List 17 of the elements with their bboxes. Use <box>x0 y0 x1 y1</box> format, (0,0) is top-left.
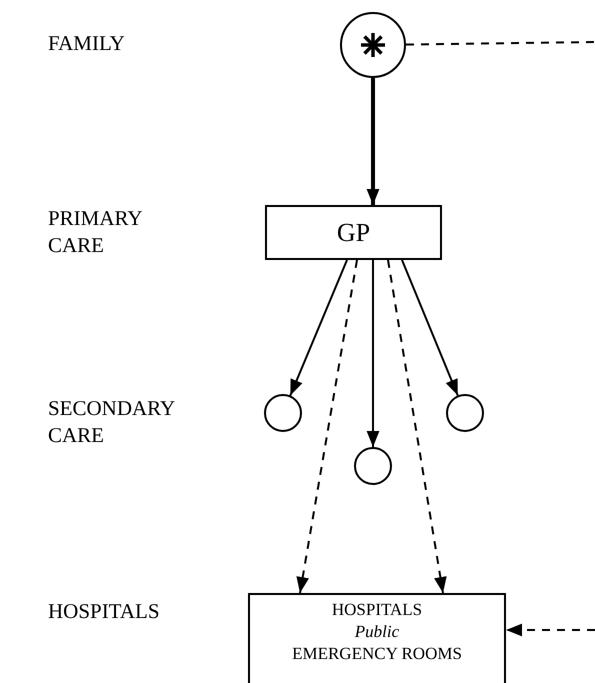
arrow <box>366 78 380 205</box>
level-label: FAMILY <box>48 30 126 57</box>
node-text: HOSPITALS <box>332 599 422 621</box>
node-text: GP <box>336 220 370 246</box>
arrow <box>289 260 348 396</box>
node-text: EMERGENCY ROOMS <box>292 643 462 665</box>
level-label: SECONDARY CARE <box>48 395 176 449</box>
arrow <box>401 260 459 396</box>
care-box <box>248 593 506 683</box>
arrow <box>387 260 447 594</box>
arrow <box>506 624 595 636</box>
level-label: HOSPITALS <box>48 598 161 625</box>
level-label: PRIMARY CARE <box>48 205 143 259</box>
node-text: Public <box>354 621 400 643</box>
arrow <box>366 260 380 447</box>
care-box <box>265 205 442 260</box>
arrow <box>296 260 358 594</box>
